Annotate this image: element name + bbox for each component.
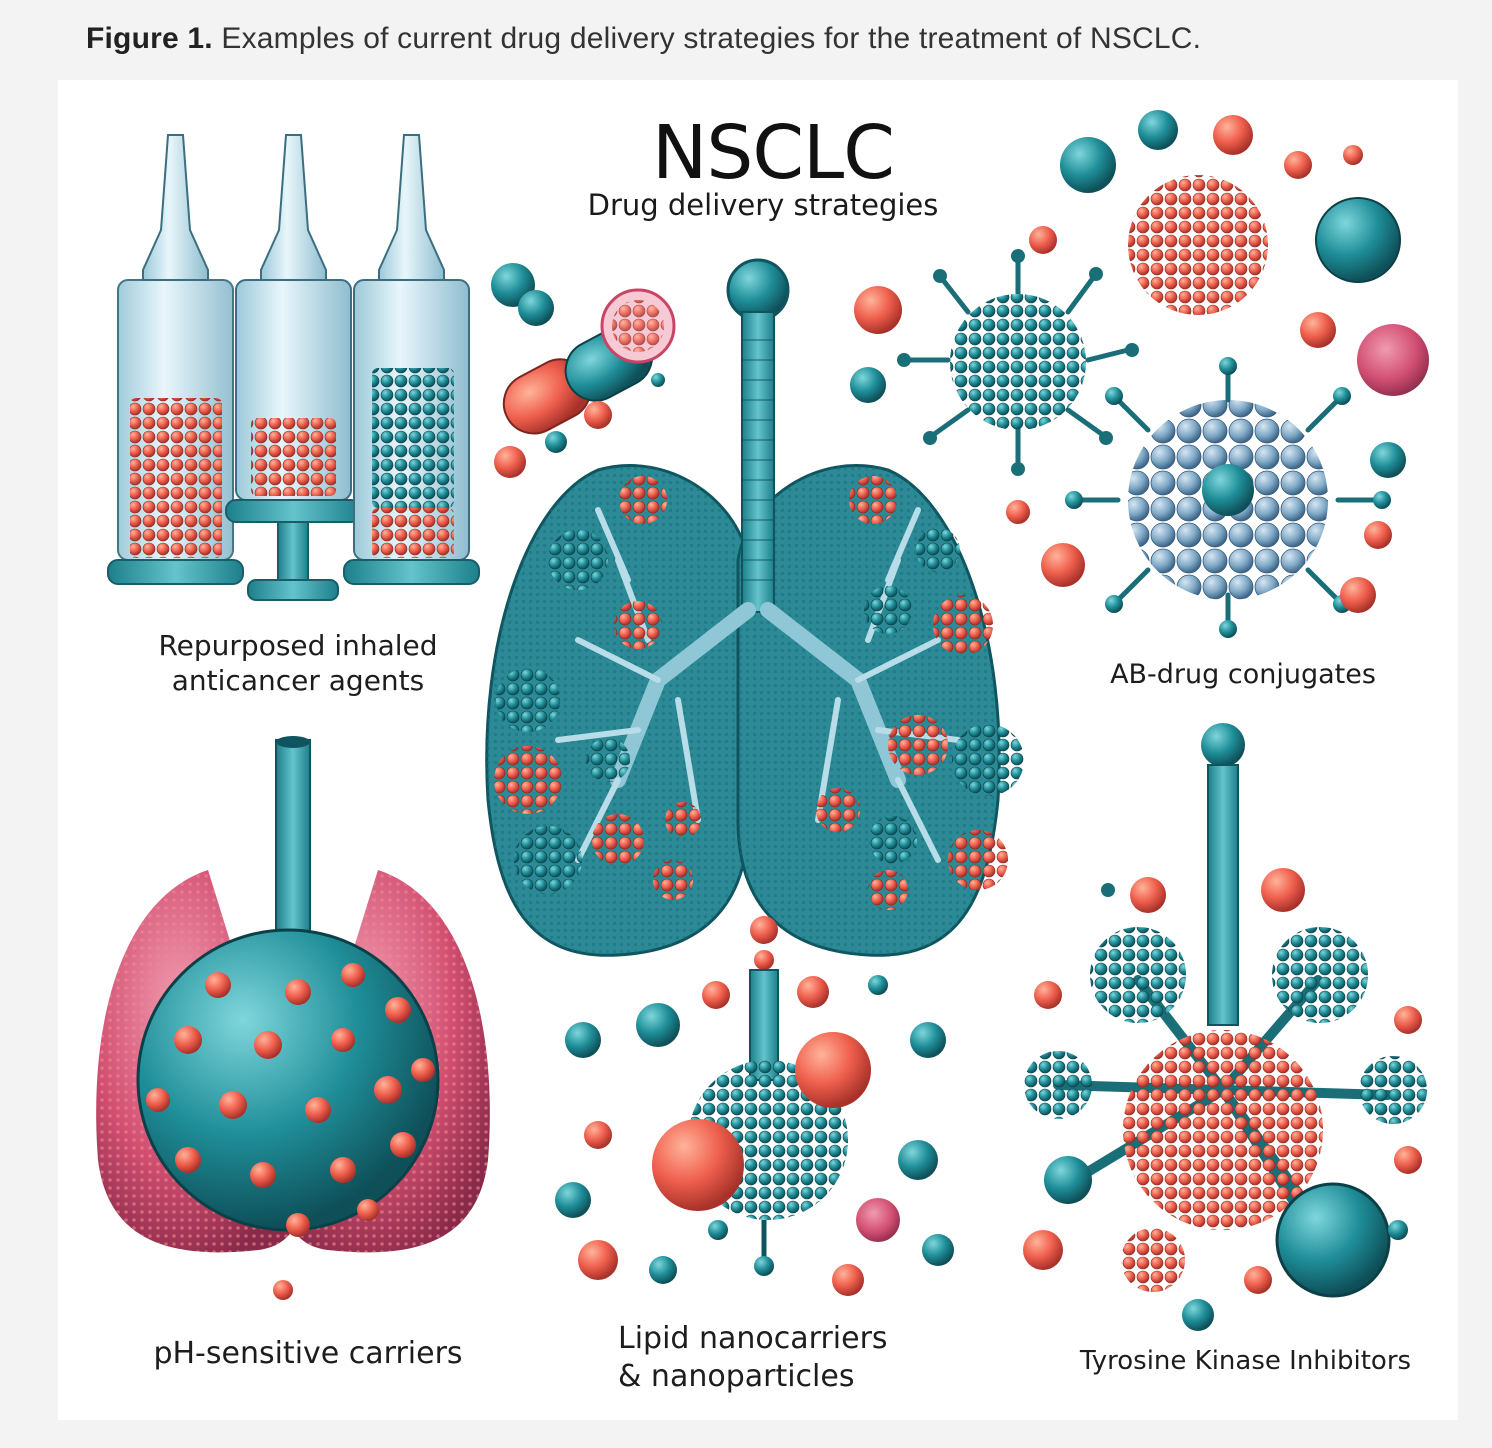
syringe-2 — [225, 134, 362, 601]
label-inhaled: Repurposed inhaled anticancer agents — [118, 628, 478, 698]
label-inhaled-line2: anticancer agents — [171, 664, 425, 697]
label-ab-drug: AB-drug conjugates — [1110, 659, 1376, 690]
ph-sensitive-illustration — [96, 736, 490, 1300]
central-lungs — [485, 258, 1024, 957]
figure-panel: NSCLC Drug delivery strategies Repurpose… — [58, 80, 1458, 1420]
label-tki: Tyrosine Kinase Inhibitors — [1079, 1346, 1412, 1376]
tki-illustration — [1023, 723, 1427, 1331]
capsule-illustration — [491, 263, 676, 478]
figure-title: NSCLC — [652, 110, 895, 196]
label-ph-sensitive: pH-sensitive carriers — [153, 1336, 463, 1371]
figure-caption: Figure 1. Examples of current drug deliv… — [86, 22, 1201, 56]
lipid-nanocarriers-illustration — [555, 916, 954, 1296]
figure-number: Figure 1. — [86, 22, 213, 55]
ab-drug-conjugates-illustration — [850, 110, 1429, 638]
figure-subtitle: Drug delivery strategies — [587, 188, 939, 222]
label-lipid-line1: Lipid nanocarriers — [618, 1321, 888, 1356]
syringe-group — [107, 134, 480, 601]
label-lipid: Lipid nanocarriers & nanoparticles — [618, 1320, 938, 1395]
syringe-1 — [107, 134, 244, 585]
illustration — [96, 110, 1429, 1331]
label-lipid-line2: & nanoparticles — [618, 1358, 855, 1394]
figure-caption-text: Examples of current drug delivery strate… — [212, 22, 1202, 55]
syringe-3 — [343, 134, 480, 585]
label-inhaled-line1: Repurposed inhaled — [158, 629, 438, 662]
